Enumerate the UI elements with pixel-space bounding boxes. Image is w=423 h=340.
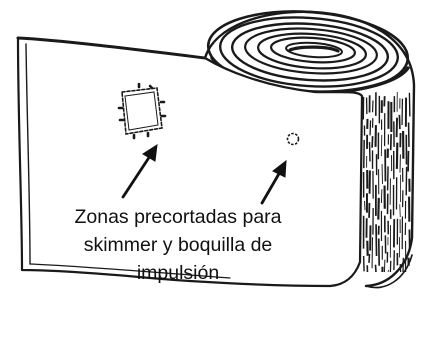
caption-line-1: Zonas precortadas para (74, 206, 282, 228)
caption-line-3: impulsión (136, 262, 220, 284)
liner-sheet (16, 36, 364, 288)
caption-label: Zonas precortadas para skimmer y boquill… (18, 203, 338, 287)
arrow-to-skimmer (121, 144, 158, 199)
return-inlet-precut-zone (286, 132, 300, 146)
roll-shading-hatch (362, 91, 411, 273)
caption-line-2: skimmer y boquilla de (83, 234, 273, 256)
skimmer-screw-marks (117, 82, 167, 140)
skimmer-precut-zone (117, 82, 167, 140)
arrow-to-return-inlet (260, 159, 287, 205)
